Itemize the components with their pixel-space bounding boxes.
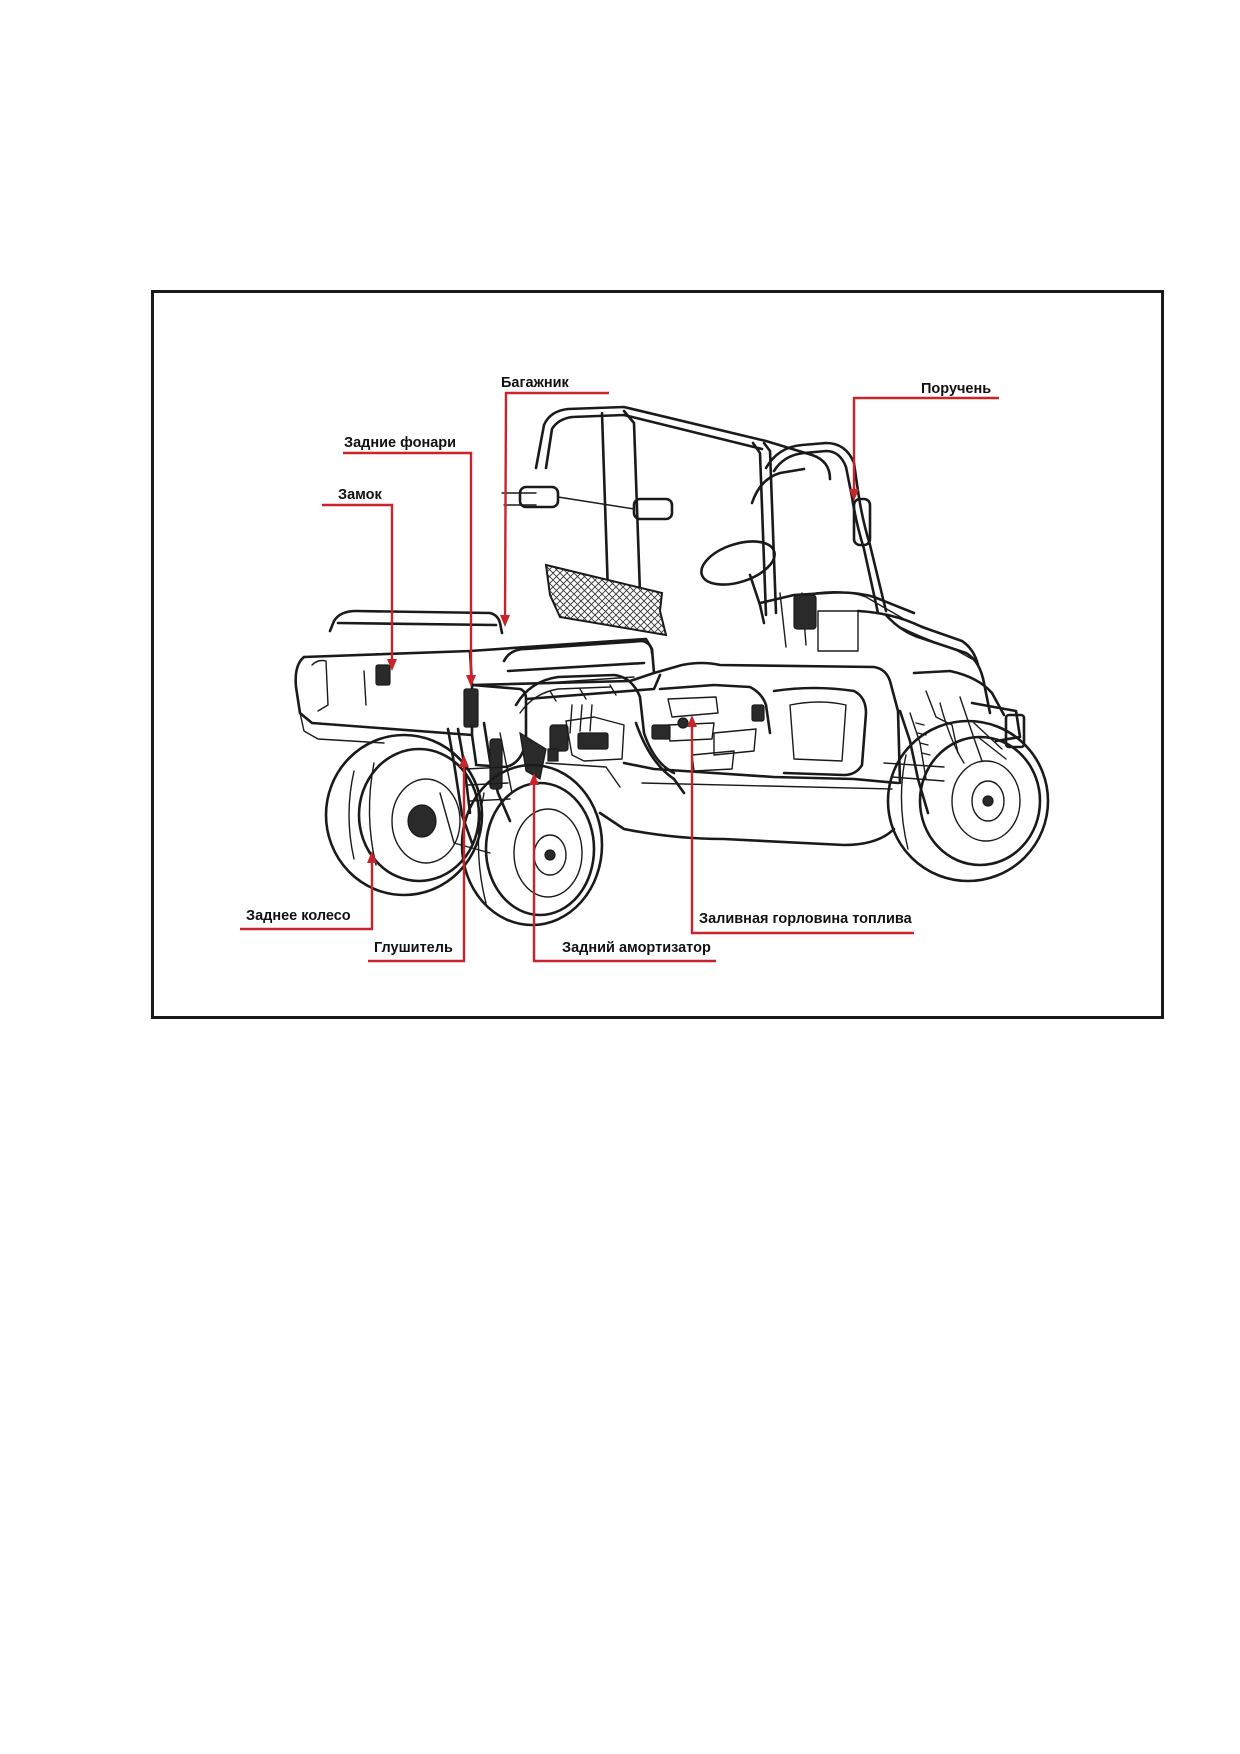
callout-rear-wheel: Заднее колесо — [240, 851, 377, 931]
callout-cargo-box: Багажник — [500, 375, 609, 627]
utv-illustration: Багажник Поручень Задние фонари Замок За… — [240, 375, 1050, 963]
front-wheel-graphic — [886, 719, 1050, 883]
callout-muffler: Глушитель — [368, 755, 469, 963]
callout-fuel-filler: Заливная горловина топлива — [687, 715, 914, 935]
callout-label-fuel-filler: Заливная горловина топлива — [699, 911, 913, 927]
rear-fender — [514, 673, 686, 795]
seat-mesh-panel — [544, 563, 668, 637]
steering-and-dash — [700, 540, 980, 667]
side-panels — [622, 661, 902, 790]
middle-wheel-graphic — [460, 763, 604, 927]
callout-handrail: Поручень — [849, 381, 999, 501]
figure-frame: Багажник Поручень Задние фонари Замок За… — [151, 290, 1164, 1019]
callout-label-handrail: Поручень — [921, 381, 991, 397]
callout-label-cargo-box: Багажник — [501, 375, 570, 391]
rear-wheel-graphic — [324, 733, 484, 897]
callout-rear-shock: Задний амортизатор — [529, 773, 716, 963]
callout-label-tail-lights: Задние фонари — [344, 435, 456, 451]
callout-lock: Замок — [322, 487, 397, 671]
front-suspension — [883, 709, 945, 815]
callout-label-lock: Замок — [338, 487, 383, 503]
callout-label-rear-wheel: Заднее колесо — [246, 908, 351, 924]
callout-tail-lights: Задние фонари — [343, 435, 476, 687]
callout-label-muffler: Глушитель — [374, 940, 453, 956]
roll-cage — [501, 405, 888, 617]
callout-label-rear-shock: Задний амортизатор — [562, 940, 711, 956]
underbody — [598, 811, 896, 847]
utv-drawing — [294, 405, 1050, 927]
engine-area — [519, 704, 689, 788]
